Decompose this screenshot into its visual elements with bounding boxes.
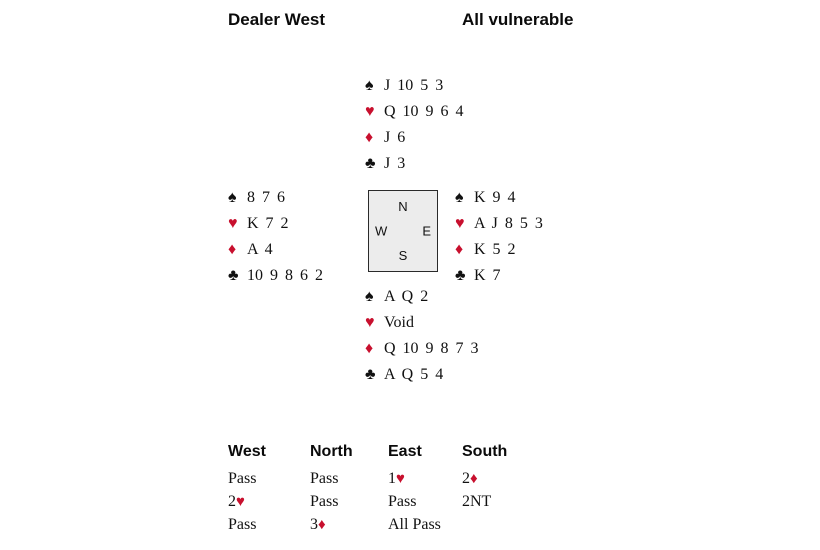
- spade-icon: ♠: [228, 189, 237, 206]
- south-hearts-cards: Void: [384, 314, 414, 331]
- bid-label: 3: [310, 516, 318, 533]
- spade-icon: ♠: [455, 189, 464, 206]
- bid-east-round1: 1♥: [388, 470, 462, 493]
- bidding-header-south: South: [462, 443, 508, 460]
- spade-icon: ♠: [365, 77, 374, 94]
- bid-south-round2: 2NT: [462, 493, 542, 516]
- east-diamonds-cards: K 5 2: [474, 241, 516, 258]
- bidding-header-west: West: [228, 443, 266, 460]
- heart-icon: ♥: [236, 494, 245, 510]
- bid-west-round1: Pass: [228, 470, 310, 493]
- east-spades-cards: K 9 4: [474, 189, 516, 206]
- bidding-header-north: North: [310, 443, 353, 460]
- south-spades-row: ♠ A Q 2: [365, 284, 479, 310]
- bid-label: Pass: [228, 516, 257, 533]
- heart-icon: ♥: [228, 215, 238, 232]
- north-spades-cards: J 10 5 3: [384, 77, 444, 94]
- club-icon: ♣: [228, 267, 239, 284]
- south-spades-cards: A Q 2: [384, 288, 429, 305]
- south-diamonds-cards: Q 10 9 8 7 3: [384, 340, 479, 357]
- bid-north-round2: Pass: [310, 493, 388, 516]
- north-diamonds-row: ♦ J 6: [365, 125, 464, 151]
- vulnerability-label: All vulnerable: [462, 10, 574, 29]
- east-diamonds-row: ♦ K 5 2: [455, 237, 543, 263]
- north-spades-row: ♠ J 10 5 3: [365, 73, 464, 99]
- north-diamonds-cards: J 6: [384, 129, 406, 146]
- diamond-icon: ♦: [365, 340, 374, 357]
- heart-icon: ♥: [396, 471, 405, 487]
- south-clubs-cards: A Q 5 4: [384, 366, 444, 383]
- west-spades-cards: 8 7 6: [247, 189, 285, 206]
- south-hearts-row: ♥ Void: [365, 310, 479, 336]
- bid-south-round1: 2♦: [462, 470, 542, 493]
- north-hearts-row: ♥ Q 10 9 6 4: [365, 99, 464, 125]
- north-hearts-cards: Q 10 9 6 4: [384, 103, 464, 120]
- south-diamonds-row: ♦ Q 10 9 8 7 3: [365, 336, 479, 362]
- club-icon: ♣: [365, 155, 376, 172]
- bid-north-round3: 3♦: [310, 516, 388, 539]
- bidding-table: West North East South Pass Pass 1♥ 2♦ 2♥…: [228, 443, 542, 539]
- compass-box: N W E S: [368, 190, 438, 272]
- south-clubs-row: ♣ A Q 5 4: [365, 362, 479, 388]
- bid-east-round2: Pass: [388, 493, 462, 516]
- dealer-label: Dealer West: [228, 10, 326, 29]
- east-hearts-cards: A J 8 5 3: [474, 215, 543, 232]
- heart-icon: ♥: [365, 314, 375, 331]
- east-clubs-cards: K 7: [474, 267, 501, 284]
- bid-label: 1: [388, 470, 396, 487]
- spade-icon: ♠: [365, 288, 374, 305]
- west-hearts-cards: K 7 2: [247, 215, 289, 232]
- bid-label: Pass: [228, 470, 257, 487]
- compass-south-label: S: [398, 248, 408, 263]
- south-hand: ♠ A Q 2 ♥ Void ♦ Q 10 9 8 7 3 ♣ A Q 5 4: [365, 284, 479, 388]
- bid-west-round2: 2♥: [228, 493, 310, 516]
- club-icon: ♣: [455, 267, 466, 284]
- bid-east-round3: All Pass: [388, 516, 462, 539]
- bidding-header-east: East: [388, 443, 422, 460]
- west-hand: ♠ 8 7 6 ♥ K 7 2 ♦ A 4 ♣ 10 9 8 6 2: [228, 185, 323, 289]
- north-clubs-cards: J 3: [384, 155, 406, 172]
- north-clubs-row: ♣ J 3: [365, 151, 464, 177]
- club-icon: ♣: [365, 366, 376, 383]
- east-spades-row: ♠ K 9 4: [455, 185, 543, 211]
- east-clubs-row: ♣ K 7: [455, 263, 543, 289]
- heart-icon: ♥: [365, 103, 375, 120]
- diamond-icon: ♦: [455, 241, 464, 258]
- compass-east-label: E: [422, 223, 431, 239]
- north-hand: ♠ J 10 5 3 ♥ Q 10 9 6 4 ♦ J 6 ♣ J 3: [365, 73, 464, 177]
- west-spades-row: ♠ 8 7 6: [228, 185, 323, 211]
- bid-label: 2: [228, 493, 236, 510]
- east-hearts-row: ♥ A J 8 5 3: [455, 211, 543, 237]
- compass-north-label: N: [398, 199, 408, 214]
- west-clubs-cards: 10 9 8 6 2: [247, 267, 323, 284]
- diamond-icon: ♦: [318, 517, 326, 533]
- diamond-icon: ♦: [470, 471, 478, 487]
- bid-north-round1: Pass: [310, 470, 388, 493]
- bid-label: 2NT: [462, 493, 492, 510]
- bid-label: Pass: [388, 493, 417, 510]
- compass-west-label: W: [375, 223, 388, 239]
- east-hand: ♠ K 9 4 ♥ A J 8 5 3 ♦ K 5 2 ♣ K 7: [455, 185, 543, 289]
- west-clubs-row: ♣ 10 9 8 6 2: [228, 263, 323, 289]
- bid-label: 2: [462, 470, 470, 487]
- heart-icon: ♥: [455, 215, 465, 232]
- diamond-icon: ♦: [228, 241, 237, 258]
- bid-west-round3: Pass: [228, 516, 310, 539]
- west-hearts-row: ♥ K 7 2: [228, 211, 323, 237]
- west-diamonds-cards: A 4: [247, 241, 273, 258]
- bid-label: Pass: [310, 470, 339, 487]
- west-diamonds-row: ♦ A 4: [228, 237, 323, 263]
- bid-south-round3: [462, 516, 542, 539]
- bid-label: All Pass: [388, 516, 441, 533]
- bid-label: Pass: [310, 493, 339, 510]
- diamond-icon: ♦: [365, 129, 374, 146]
